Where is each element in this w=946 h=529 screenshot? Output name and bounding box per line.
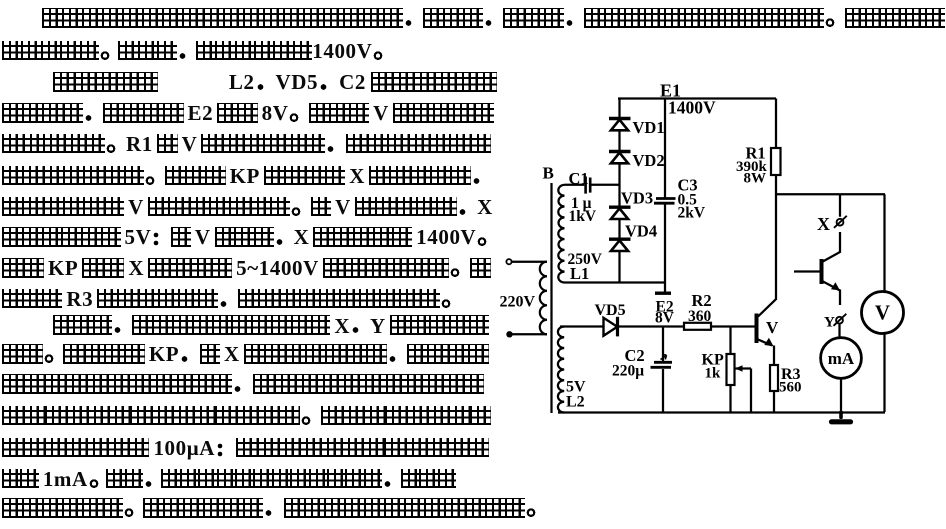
svg-text:V: V	[875, 301, 890, 325]
svg-text:390k: 390k	[736, 159, 768, 175]
svg-text:E2: E2	[656, 299, 674, 316]
svg-text:250V: 250V	[568, 251, 603, 268]
svg-text:VD2: VD2	[633, 151, 665, 170]
svg-text:R3: R3	[781, 366, 801, 383]
svg-text:C1: C1	[569, 169, 589, 188]
svg-text:X: X	[817, 214, 830, 234]
svg-text:E1: E1	[660, 81, 681, 101]
svg-text:C3: C3	[678, 176, 698, 195]
svg-text:1kV: 1kV	[569, 208, 597, 225]
svg-text:Y: Y	[824, 315, 835, 331]
svg-text:1k: 1k	[705, 366, 722, 382]
svg-text:5V: 5V	[566, 379, 586, 396]
svg-text:2kV: 2kV	[678, 205, 706, 222]
svg-text:8W: 8W	[744, 171, 767, 187]
svg-text:C2: C2	[625, 346, 645, 365]
svg-text:KP: KP	[702, 352, 724, 369]
svg-text:1400V: 1400V	[668, 98, 716, 118]
svg-text:220V: 220V	[500, 294, 536, 311]
svg-text:L2: L2	[566, 394, 585, 411]
svg-text:L1: L1	[570, 264, 589, 283]
svg-text:R2: R2	[692, 291, 712, 310]
svg-text:mA: mA	[828, 349, 855, 368]
svg-text:8V: 8V	[655, 310, 675, 327]
svg-text:R1: R1	[746, 144, 766, 163]
svg-text:VD5: VD5	[595, 302, 626, 319]
svg-text:0.5: 0.5	[678, 192, 698, 209]
svg-text:1 μ: 1 μ	[571, 195, 592, 212]
svg-text:220μ: 220μ	[612, 363, 644, 380]
svg-text:VD4: VD4	[625, 222, 657, 241]
svg-text:VD3: VD3	[621, 189, 653, 208]
svg-text:B: B	[543, 164, 554, 183]
svg-text:VD1: VD1	[633, 118, 665, 137]
svg-text:360: 360	[688, 308, 712, 325]
svg-text:560: 560	[779, 380, 802, 396]
svg-text:V: V	[766, 318, 779, 337]
